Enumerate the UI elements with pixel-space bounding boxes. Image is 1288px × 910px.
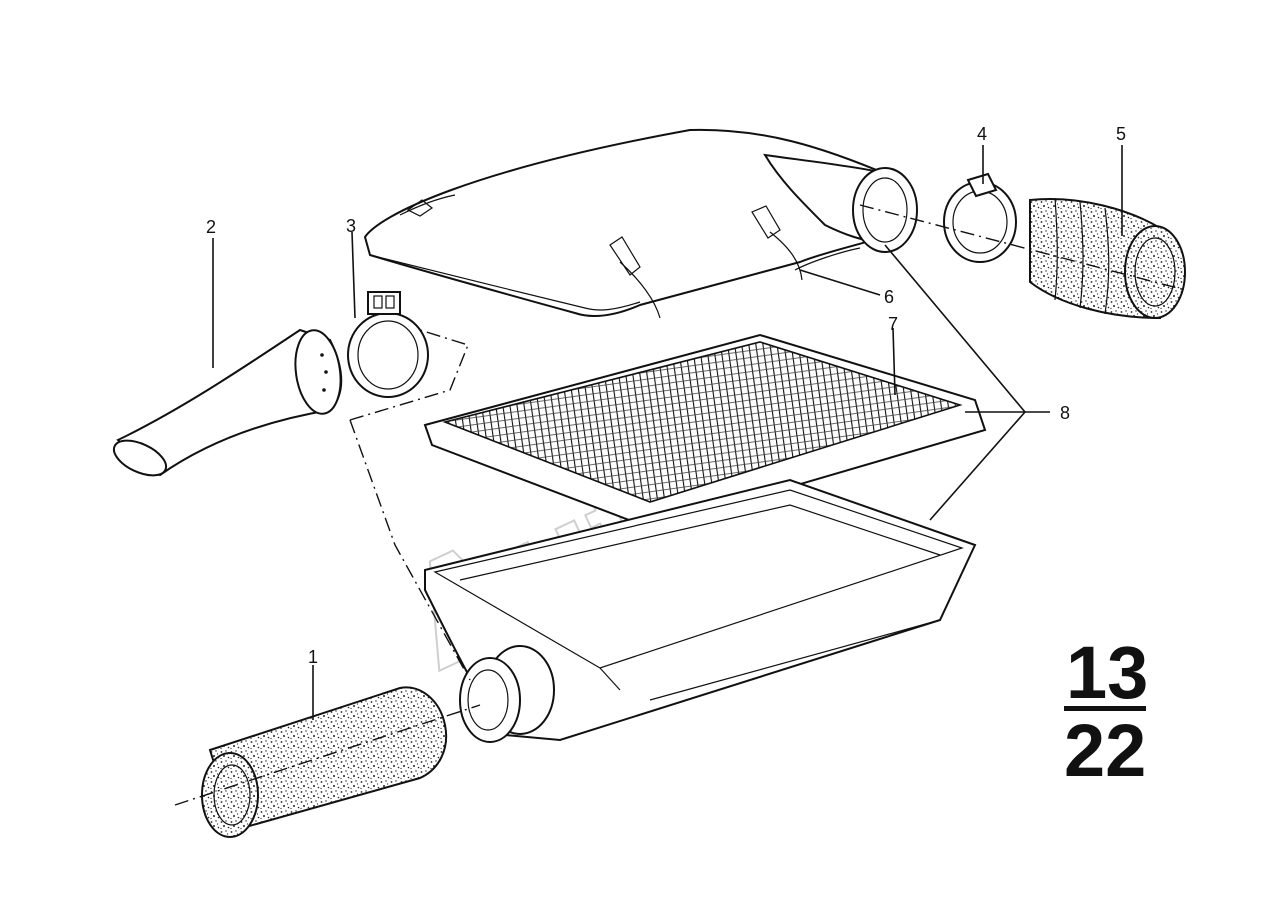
upper-housing-cover <box>363 128 918 319</box>
callout-8: 8 <box>1060 403 1070 423</box>
callout-7: 7 <box>888 314 898 334</box>
hose-clamp-left <box>347 291 429 398</box>
filter-element <box>423 333 987 530</box>
lower-housing <box>424 478 977 743</box>
bellows-hose <box>1029 197 1186 320</box>
callout-2: 2 <box>206 217 216 237</box>
hose-clamp-right <box>943 172 1017 263</box>
callout-3: 3 <box>346 216 356 236</box>
intake-hose <box>201 686 448 838</box>
callout-1: 1 <box>308 647 318 667</box>
assembly-centerlines <box>174 204 1186 806</box>
leader-lines <box>212 145 1123 720</box>
group-number: 13 22 <box>1064 631 1148 792</box>
group-number-bottom: 22 <box>1064 709 1146 792</box>
group-number-top: 13 <box>1066 631 1148 714</box>
intake-elbow <box>112 328 343 477</box>
callout-5: 5 <box>1116 124 1126 144</box>
callout-4: 4 <box>977 124 987 144</box>
callout-6: 6 <box>884 287 894 307</box>
